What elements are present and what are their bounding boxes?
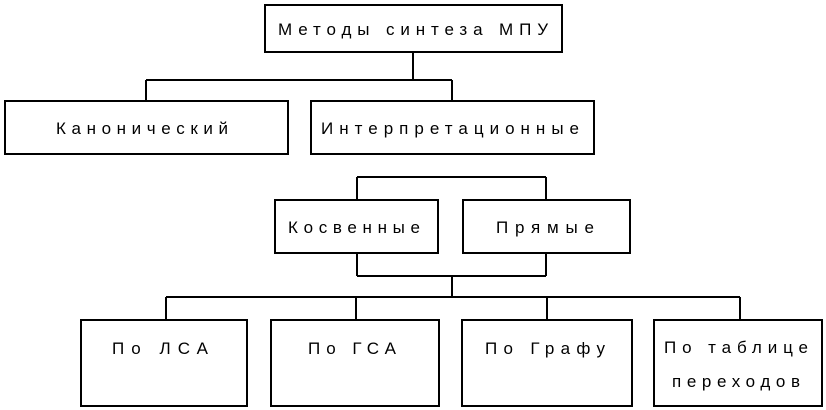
box-root [264, 4, 563, 53]
box-by-graph [461, 319, 633, 407]
box-by-table [653, 319, 823, 407]
label-interpretational: Интерпретационные [321, 119, 579, 138]
label-by-lsa: По ЛСА [112, 339, 209, 358]
label-by-table-line1: По таблице [664, 338, 808, 357]
label-by-graph: По Графу [485, 339, 606, 358]
box-indirect [274, 199, 439, 254]
connectors [145, 52, 741, 320]
box-interpretational [310, 100, 595, 155]
box-by-gsa [270, 319, 440, 407]
box-direct [462, 199, 631, 254]
label-by-table-line2: переходов [672, 372, 800, 391]
label-indirect: Косвенные [288, 218, 420, 237]
boxes [4, 4, 823, 407]
box-by-lsa [80, 319, 248, 407]
box-canonical [4, 100, 289, 155]
label-by-gsa: По ГСА [308, 339, 397, 358]
